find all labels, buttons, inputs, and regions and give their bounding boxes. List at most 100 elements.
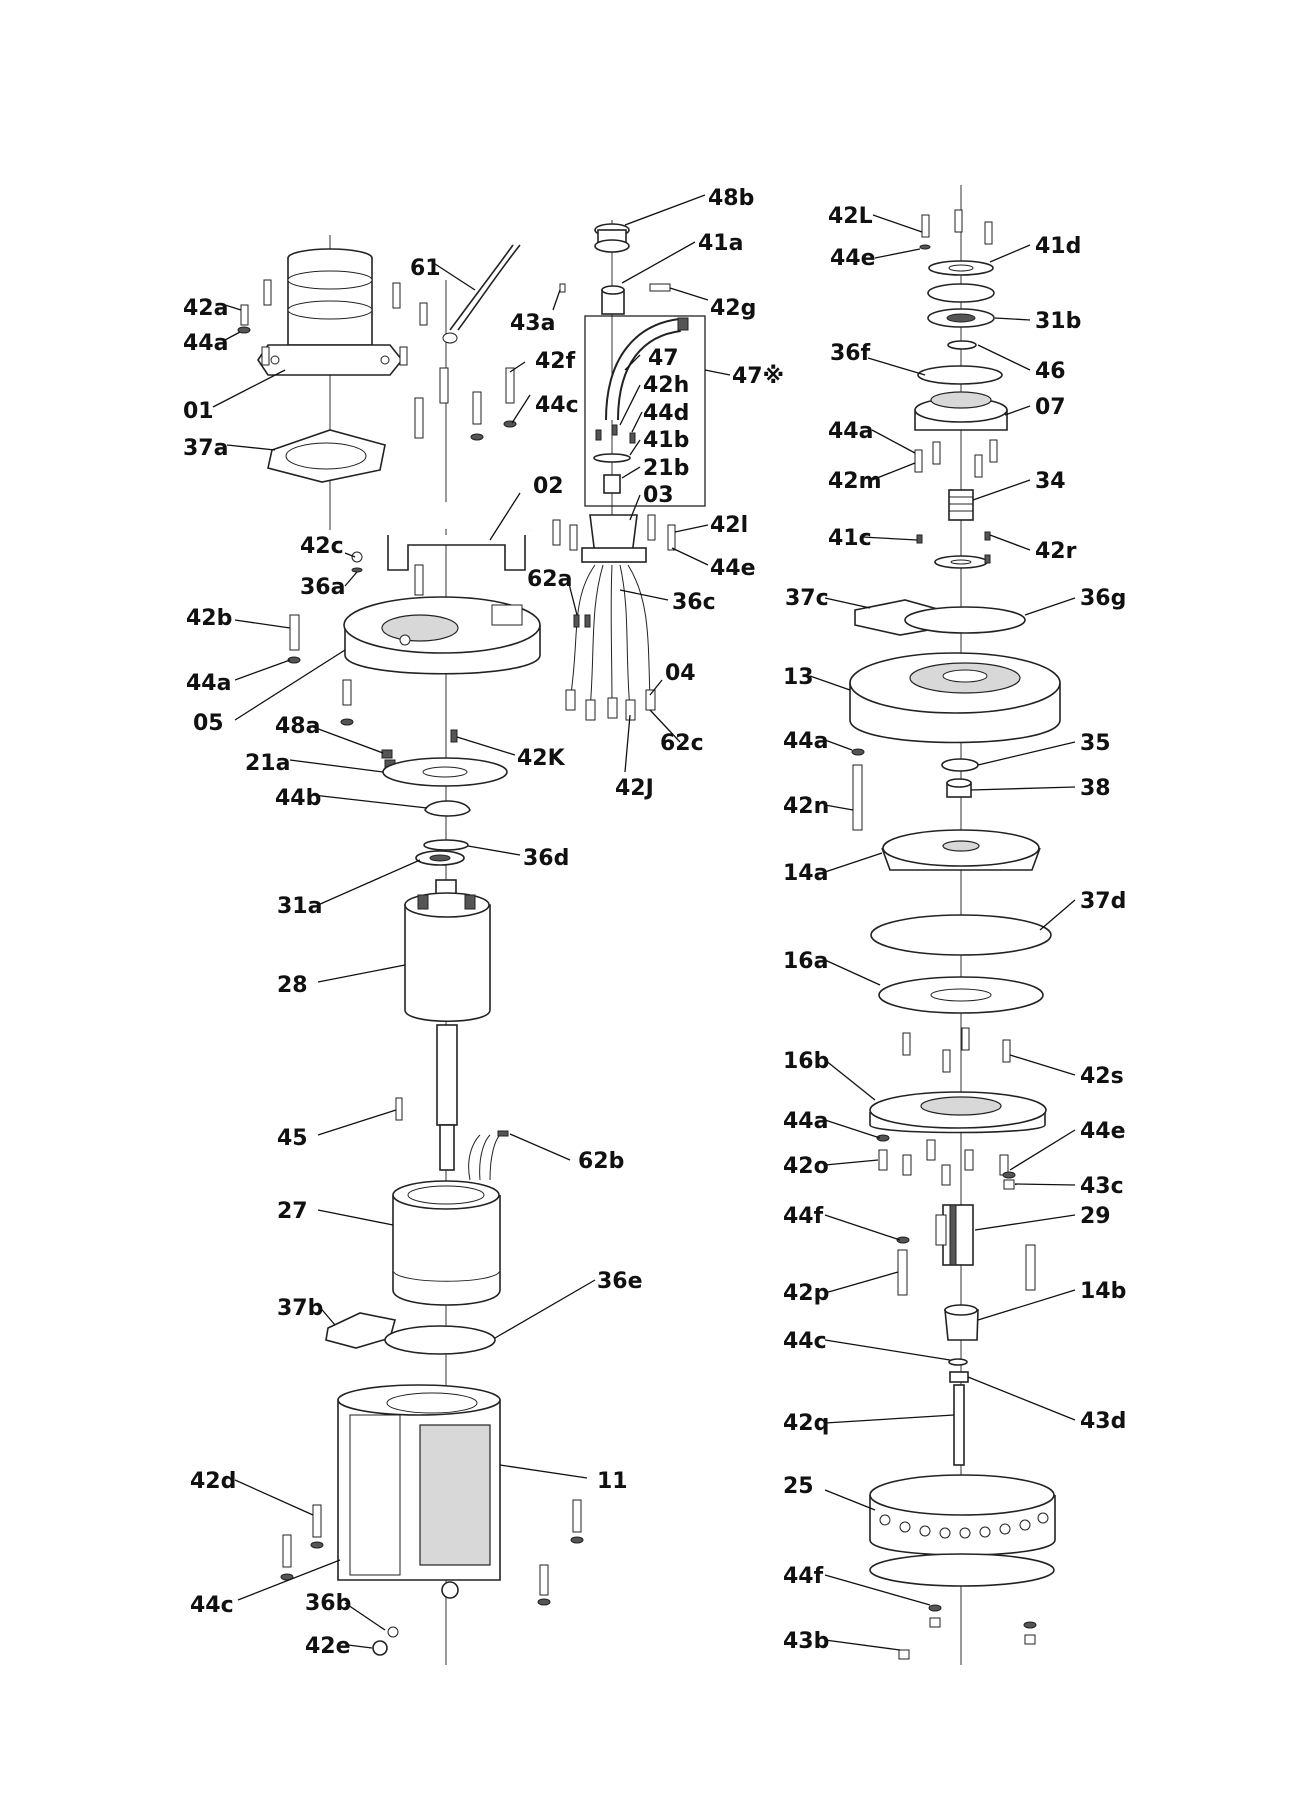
label-46: 46	[1035, 359, 1066, 384]
part-42a-bolts	[237, 279, 428, 366]
label-42K: 42K	[517, 746, 566, 771]
part-37d-gasket	[870, 914, 1052, 956]
label-03: 03	[643, 483, 674, 508]
label-43b: 43b	[783, 1629, 829, 1654]
part-labels: 48b 41a 43a 42g 61 42a 44a 01 37a 42f 44…	[183, 186, 1126, 1659]
label-36g: 36g	[1080, 586, 1126, 611]
part-41c-plate	[934, 555, 988, 569]
label-44f-bottom: 44f	[783, 1564, 824, 1589]
label-44e-right-bottom: 44e	[1080, 1119, 1126, 1144]
part-36e-oring	[384, 1325, 496, 1355]
part-04-lead-wires	[565, 564, 656, 721]
label-45: 45	[277, 1126, 308, 1151]
label-42q: 42q	[783, 1411, 829, 1436]
part-42g-bolt	[649, 283, 671, 292]
part-36g-oring	[904, 606, 1026, 634]
label-29: 29	[1080, 1204, 1111, 1229]
label-35: 35	[1080, 731, 1111, 756]
label-41c: 41c	[828, 526, 872, 551]
label-11: 11	[597, 1469, 628, 1494]
label-34: 34	[1035, 469, 1066, 494]
part-42f-bolts	[414, 367, 517, 441]
label-42a: 42a	[183, 296, 228, 321]
label-14a: 14a	[783, 861, 828, 886]
label-42p: 42p	[783, 1281, 829, 1306]
label-48a: 48a	[275, 714, 320, 739]
part-02-handle	[381, 501, 534, 596]
label-04: 04	[665, 661, 696, 686]
part-48b-grommet	[594, 223, 630, 253]
label-42f: 42f	[535, 349, 576, 374]
label-36d: 36d	[523, 846, 569, 871]
part-42r-screws	[916, 531, 991, 564]
part-31a-bearing	[415, 850, 465, 866]
part-43c-nuts	[1002, 1171, 1016, 1190]
part-14b-cutter	[944, 1304, 979, 1341]
part-42b-bolt	[287, 614, 354, 726]
label-27: 27	[277, 1199, 308, 1224]
label-14b: 14b	[1080, 1279, 1126, 1304]
label-44c-right: 44c	[783, 1329, 827, 1354]
label-62c: 62c	[660, 731, 704, 756]
label-37d: 37d	[1080, 889, 1126, 914]
part-61-lifting-chain	[442, 244, 521, 344]
label-31b: 31b	[1035, 309, 1081, 334]
label-21b: 21b	[643, 456, 689, 481]
part-43d-nut	[949, 1371, 969, 1383]
part-42e-plug	[372, 1640, 388, 1656]
label-42e: 42e	[305, 1634, 351, 1659]
label-42r: 42r	[1035, 539, 1077, 564]
part-05-motor-cover	[343, 596, 541, 675]
label-43d: 43d	[1080, 1409, 1126, 1434]
label-41b: 41b	[643, 428, 689, 453]
label-44a-mid: 44a	[186, 671, 231, 696]
label-42d: 42d	[190, 1469, 236, 1494]
part-16a-wear-plate	[878, 976, 1044, 1014]
label-28: 28	[277, 973, 308, 998]
part-44b-clip	[424, 800, 471, 817]
part-42q-rod	[953, 1384, 965, 1466]
label-31a: 31a	[277, 894, 322, 919]
label-36f: 36f	[830, 341, 871, 366]
part-42K-screw	[450, 729, 458, 743]
part-28-rotor	[404, 879, 491, 1171]
part-11-motor-housing	[337, 1384, 501, 1599]
part-46-snap-ring	[947, 340, 977, 350]
label-44b: 44b	[275, 786, 321, 811]
label-44c-top: 44c	[535, 393, 579, 418]
part-42l-bolts	[552, 514, 676, 551]
part-47-group-box	[584, 315, 706, 507]
part-03-cable-entry	[581, 514, 647, 563]
part-42s-bolts	[902, 1027, 1011, 1073]
label-44c-bottom: 44c	[190, 1593, 234, 1618]
label-44e-right-top: 44e	[830, 246, 876, 271]
label-47-asm: 47※	[732, 364, 784, 389]
part-29-shaft-sleeve	[935, 1204, 974, 1266]
label-07: 07	[1035, 395, 1066, 420]
label-41a: 41a	[698, 231, 743, 256]
part-44c-washer	[948, 1358, 968, 1366]
part-41b-plate	[593, 453, 631, 463]
part-31b-bearing	[927, 283, 995, 328]
part-21a-plate	[382, 757, 508, 787]
part-42o-bolts	[876, 1134, 1009, 1186]
part-36b-oring	[387, 1626, 399, 1638]
label-44f-top: 44f	[783, 1204, 824, 1229]
label-62b: 62b	[578, 1149, 624, 1174]
part-21b-sleeve	[603, 474, 621, 494]
part-13-pump-casing	[849, 652, 1061, 744]
label-44e-top: 44e	[710, 556, 756, 581]
label-37c: 37c	[785, 586, 829, 611]
label-42h: 42h	[643, 373, 689, 398]
part-25-strainer	[869, 1474, 1056, 1587]
label-42b: 42b	[186, 606, 232, 631]
label-43a: 43a	[510, 311, 555, 336]
label-42o: 42o	[783, 1154, 829, 1179]
part-47-cable	[605, 317, 689, 421]
label-42g: 42g	[710, 296, 756, 321]
label-36e: 36e	[597, 1269, 643, 1294]
part-42d-bolts	[280, 1499, 584, 1606]
label-62a: 62a	[527, 567, 572, 592]
part-37a-gasket	[267, 429, 386, 483]
label-21a: 21a	[245, 751, 290, 776]
